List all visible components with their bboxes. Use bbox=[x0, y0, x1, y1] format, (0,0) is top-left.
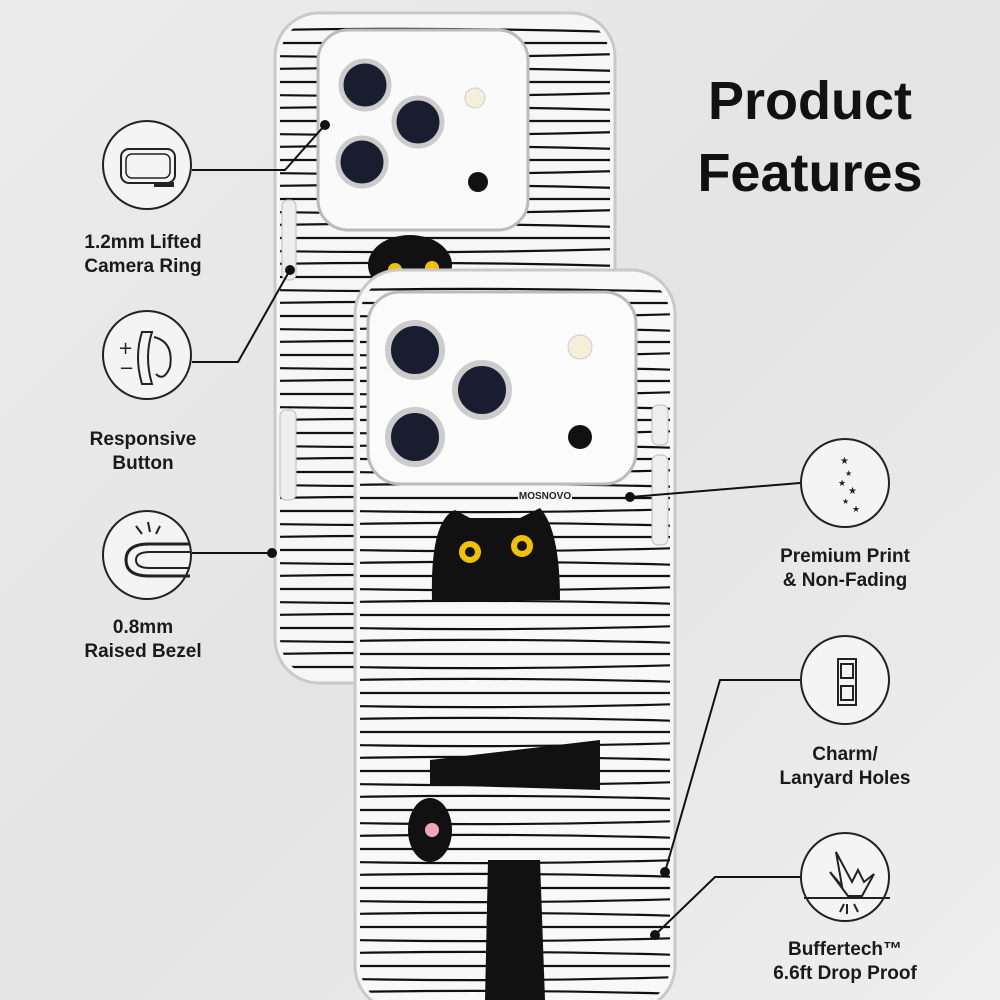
stripe bbox=[360, 677, 670, 684]
stripe bbox=[360, 638, 670, 645]
stripe bbox=[360, 287, 670, 294]
stripe bbox=[360, 716, 670, 723]
title-line-2: Features bbox=[697, 143, 923, 203]
svg-text:★: ★ bbox=[845, 469, 852, 478]
svg-text:★: ★ bbox=[842, 497, 849, 506]
stripe bbox=[360, 819, 670, 826]
feature-lanyard-label: Charm/Lanyard Holes bbox=[779, 744, 911, 789]
camera-ring-icon bbox=[102, 120, 192, 210]
feature-print-label: Premium Print& Non-Fading bbox=[780, 546, 910, 591]
lanyard-holes-icon bbox=[800, 635, 890, 725]
stripe bbox=[360, 624, 670, 631]
title-line-1: Product bbox=[707, 71, 912, 131]
bezel-icon bbox=[102, 510, 192, 600]
button-icon: +− bbox=[102, 310, 192, 400]
svg-text:★: ★ bbox=[848, 486, 857, 497]
stars-icon: ★★★★★★ bbox=[800, 438, 890, 528]
brand-logo: MOSNOVO bbox=[519, 491, 571, 502]
drop-impact-icon bbox=[800, 832, 890, 922]
leader-lines bbox=[192, 120, 801, 940]
svg-text:★: ★ bbox=[840, 456, 849, 467]
page-title: Product Features bbox=[640, 65, 980, 209]
svg-text:+: + bbox=[118, 338, 133, 359]
stripe bbox=[360, 794, 670, 801]
svg-text:−: − bbox=[119, 358, 134, 379]
front-phone-case: MOSNOVO bbox=[353, 268, 677, 1000]
stripe bbox=[360, 663, 670, 670]
svg-text:★: ★ bbox=[838, 478, 846, 488]
stripe bbox=[360, 702, 670, 709]
svg-text:★: ★ bbox=[852, 504, 860, 514]
stripe bbox=[360, 741, 670, 748]
stripe bbox=[360, 599, 670, 606]
stripe bbox=[360, 833, 670, 840]
stripe bbox=[360, 507, 670, 514]
brand-plate bbox=[518, 488, 572, 502]
